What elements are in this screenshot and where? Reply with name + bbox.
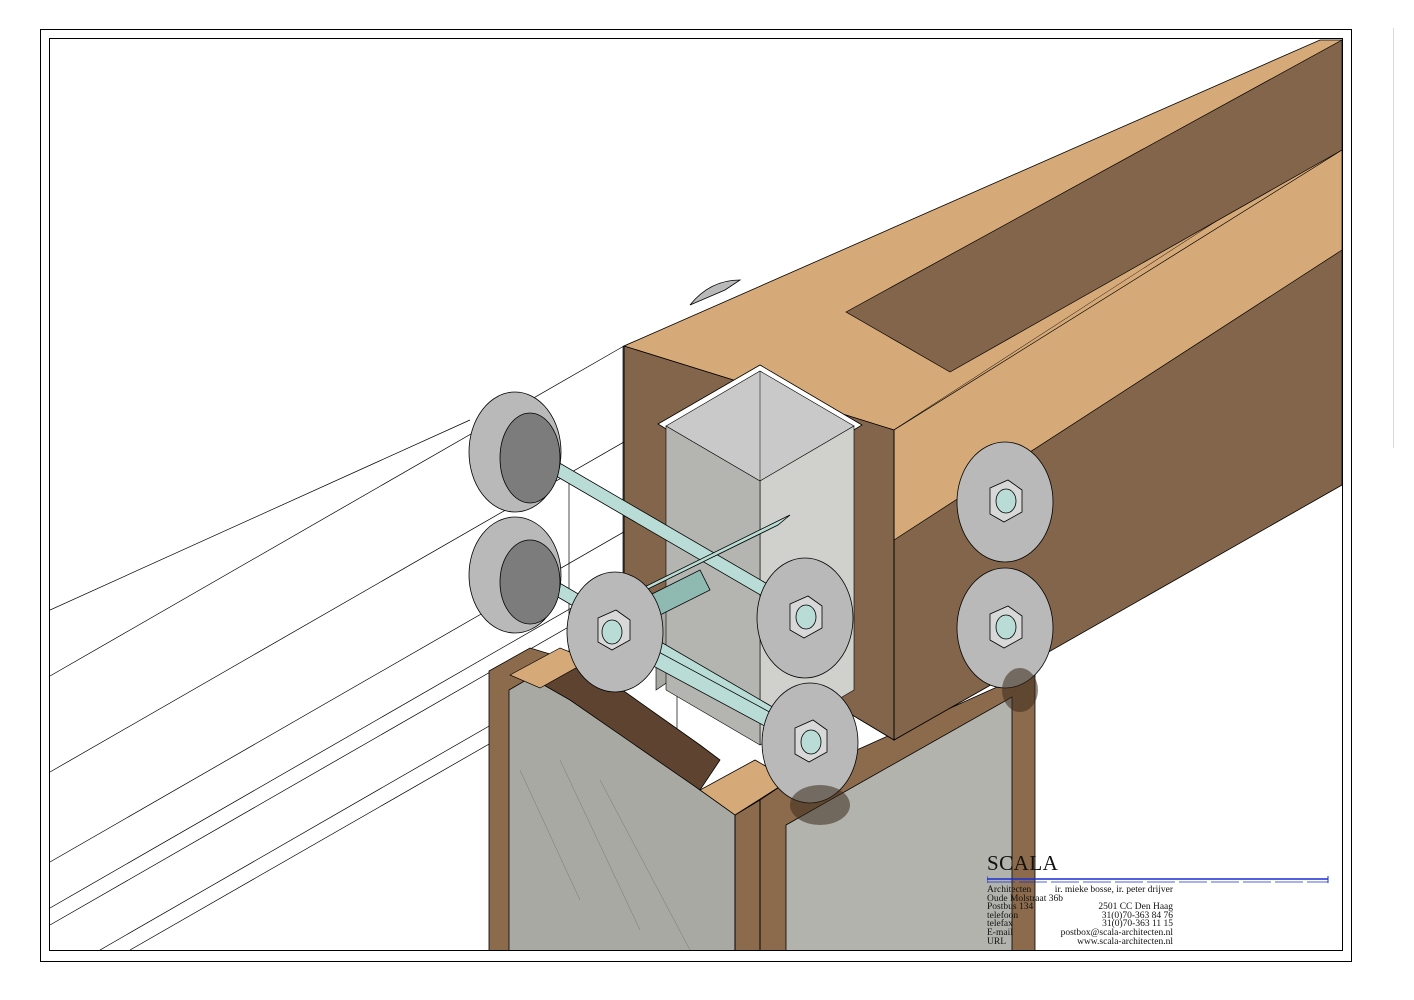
washer-left-bottom: [468, 516, 562, 634]
washer-front-right-top: [756, 557, 854, 679]
title-block-label: telefax: [987, 919, 1013, 930]
washer-front-right-bottom: [761, 682, 859, 804]
title-block-value: 2501 CC Den Haag: [1098, 902, 1173, 913]
title-block-row: telefoon 31(0)70-363 84 76: [987, 910, 1173, 921]
title-block-brand: SCALA: [987, 851, 1059, 875]
washer-side-bottom: [956, 567, 1054, 689]
sheet-border-outer: [40, 29, 1352, 962]
title-block-row: Postbus 134 2501 CC Den Haag: [987, 903, 1173, 912]
title-block-label: E-mail: [987, 927, 1013, 938]
title-block-row: Architecten ir. mieke bosse, ir. peter d…: [987, 885, 1173, 895]
washer-front-center: [566, 571, 664, 693]
title-block: SCALA Architecten ir. mieke bosse, ir. p…: [986, 851, 1330, 947]
title-block-label: telefoon: [987, 910, 1019, 921]
title-block-row: URL www.scala-architecten.nl: [987, 936, 1173, 947]
title-block-value: 31(0)70-363 11 15: [1102, 919, 1173, 930]
title-block-value: postbox@scala-architecten.nl: [1060, 927, 1173, 938]
title-block-rows: Architecten ir. mieke bosse, ir. peter d…: [987, 885, 1330, 947]
washer-left-top: [468, 391, 562, 513]
title-block-rule: [986, 876, 1330, 884]
washer-rear-hidden: [689, 279, 742, 306]
title-block-value: ir. mieke bosse, ir. peter drijver: [1054, 885, 1173, 895]
sheet-border-inner: [49, 38, 1343, 951]
title-block-label: Postbus 134: [987, 902, 1034, 913]
lower-post: [488, 647, 1036, 950]
title-block-row: E-mail postbox@scala-architecten.nl: [987, 927, 1173, 938]
washer-side-top: [956, 441, 1054, 563]
title-block-row: Oude Molstraat 36b: [987, 893, 1173, 904]
title-block-label: Oude Molstraat 36b: [987, 893, 1063, 904]
title-block-label: Architecten: [987, 885, 1032, 895]
title-block-value: 31(0)70-363 84 76: [1101, 910, 1173, 921]
title-block-row: telefax 31(0)70-363 11 15: [987, 920, 1173, 929]
title-block-label: URL: [987, 936, 1006, 947]
bolt-washers: [468, 279, 1054, 804]
sheet-edge-mark: [1393, 28, 1394, 448]
title-block-value: www.scala-architecten.nl: [1077, 936, 1173, 947]
washer-shadows: [790, 668, 1038, 825]
